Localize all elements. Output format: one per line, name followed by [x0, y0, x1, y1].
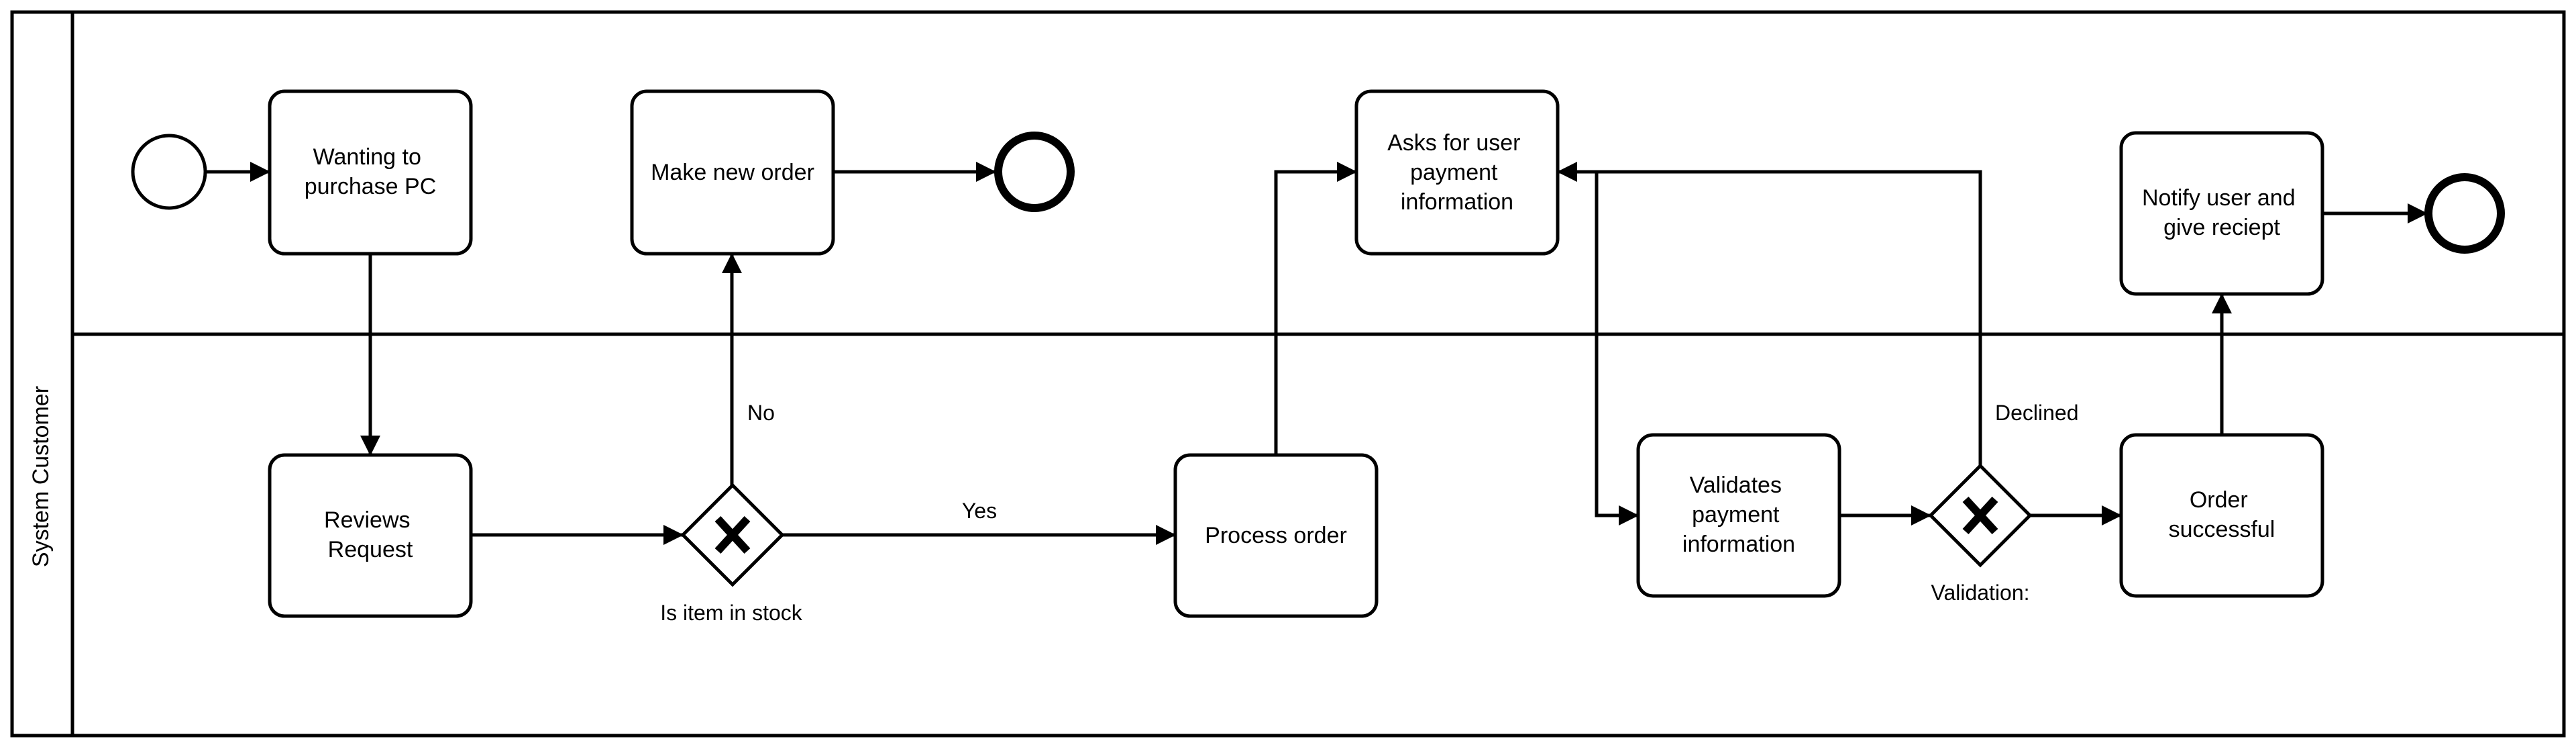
task-validates-line-2: payment	[1692, 502, 1780, 528]
task-wanting-line-2: purchase PC	[305, 174, 437, 199]
task-order-successful: Order successful	[2119, 433, 2324, 598]
task-reviews-line-2: Request	[328, 537, 413, 562]
pool-label: System Customer	[28, 386, 54, 567]
gateway-validation-x-icon	[1962, 496, 1998, 535]
svg-text:Reviews Request: Reviews Request	[324, 507, 417, 562]
gateway-stock-x-icon	[714, 515, 751, 554]
svg-text:Make new order: Make new order	[651, 160, 814, 185]
flow-gateway-declined-to-asks	[1557, 162, 1982, 466]
task-asks-line-2: payment	[1410, 160, 1498, 185]
task-validates-line-1: Validates	[1690, 472, 1782, 498]
task-wanting-line-1: Wanting to	[313, 144, 421, 170]
task-asks-line-1: Asks for user	[1387, 130, 1520, 156]
task-validates-payment: Validates payment information	[1636, 433, 1841, 598]
sequence-flows	[207, 162, 2428, 545]
gateways	[680, 463, 2033, 587]
end-event-notify	[2424, 173, 2505, 254]
flow-label-no: No	[747, 401, 775, 425]
task-validates-line-3: information	[1682, 532, 1795, 557]
flow-label-declined: Declined	[1995, 401, 2079, 425]
task-order-successful-line-2: successful	[2169, 517, 2275, 542]
gateway-validation	[1928, 463, 2033, 568]
task-notify-user: Notify user and give reciept	[2119, 131, 2324, 296]
task-order-successful-line-1: Order	[2190, 487, 2248, 513]
task-wanting-to-purchase: Wanting to purchase PC	[268, 89, 473, 256]
task-reviews-line-1: Reviews	[324, 507, 410, 533]
svg-text:Wanting to purchase PC: Wanting to purchase PC	[305, 144, 437, 199]
svg-text:Process order: Process order	[1205, 523, 1347, 548]
task-asks-payment-info: Asks for user payment information	[1354, 89, 1560, 256]
gateway-validation-label: Validation:	[1931, 581, 2029, 605]
start-event	[131, 134, 207, 210]
task-notify-line-1: Notify user and	[2142, 185, 2296, 211]
flow-process-to-asks	[1274, 162, 1357, 455]
svg-text:Asks for user payment: Asks for user payment information	[1387, 130, 1527, 215]
gateway-stock-check	[680, 483, 785, 587]
task-process-order: Process order	[1173, 453, 1379, 618]
svg-text:Order successful: Order successful	[2169, 487, 2275, 542]
end-event-new-order	[994, 132, 1075, 212]
svg-text:Validates payment: Validates payment information	[1682, 472, 1795, 557]
task-make-order-line-1: Make new order	[651, 160, 814, 185]
events	[131, 132, 2505, 254]
labels: Is item in stock Validation: No Yes Decl…	[660, 401, 2078, 625]
task-process-line-1: Process order	[1205, 523, 1347, 548]
task-asks-line-3: information	[1401, 189, 1513, 215]
task-reviews-request: Reviews Request	[268, 453, 473, 618]
gateway-stock-label: Is item in stock	[660, 601, 803, 625]
flow-label-yes: Yes	[962, 499, 997, 523]
tasks: Wanting to purchase PC Make new order As…	[268, 89, 2324, 618]
task-notify-line-2: give reciept	[2163, 215, 2280, 240]
svg-text:Notify user and give r: Notify user and give reciept	[2142, 185, 2302, 240]
task-make-new-order: Make new order	[630, 89, 835, 256]
